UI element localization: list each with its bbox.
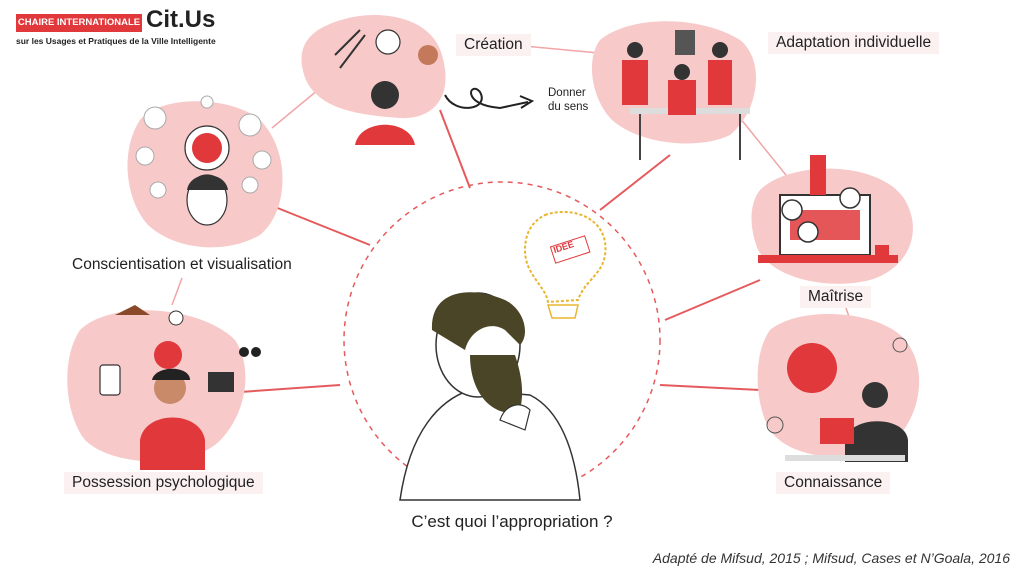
label-adaptation: Adaptation individuelle bbox=[768, 32, 940, 54]
creation-illustration bbox=[334, 29, 438, 145]
center-circle bbox=[343, 181, 661, 499]
conscientisation-illustration bbox=[135, 95, 272, 226]
label-possession: Possession psychologique bbox=[64, 472, 263, 494]
label-creation: Création bbox=[456, 34, 531, 56]
adaptation-illustration bbox=[622, 30, 750, 160]
source-credit: Adapté de Mifsud, 2015 ; Mifsud, Cases e… bbox=[652, 550, 1010, 566]
label-maitrise: Maîtrise bbox=[800, 286, 872, 308]
logo-name: Cit.Us bbox=[146, 6, 216, 33]
label-connaissance: Connaissance bbox=[776, 472, 891, 494]
logo-badge: CHAIRE INTERNATIONALE bbox=[16, 14, 142, 32]
lightbulb-icon bbox=[523, 210, 607, 319]
label-donner-1: Donner bbox=[548, 87, 586, 99]
thinking-man-illustration bbox=[399, 292, 581, 501]
label-conscientisation: Conscientisation et visualisation bbox=[72, 256, 292, 273]
logo-subtitle: sur les Usages et Pratiques de la Ville … bbox=[16, 36, 216, 46]
curved-arrow-icon bbox=[444, 87, 529, 110]
possession-illustration bbox=[99, 305, 261, 470]
maitrise-illustration bbox=[758, 155, 898, 263]
label-donner-2: du sens bbox=[548, 101, 589, 113]
central-question: C’est quoi l’appropriation ? bbox=[411, 512, 613, 531]
connaissance-illustration bbox=[766, 337, 908, 462]
